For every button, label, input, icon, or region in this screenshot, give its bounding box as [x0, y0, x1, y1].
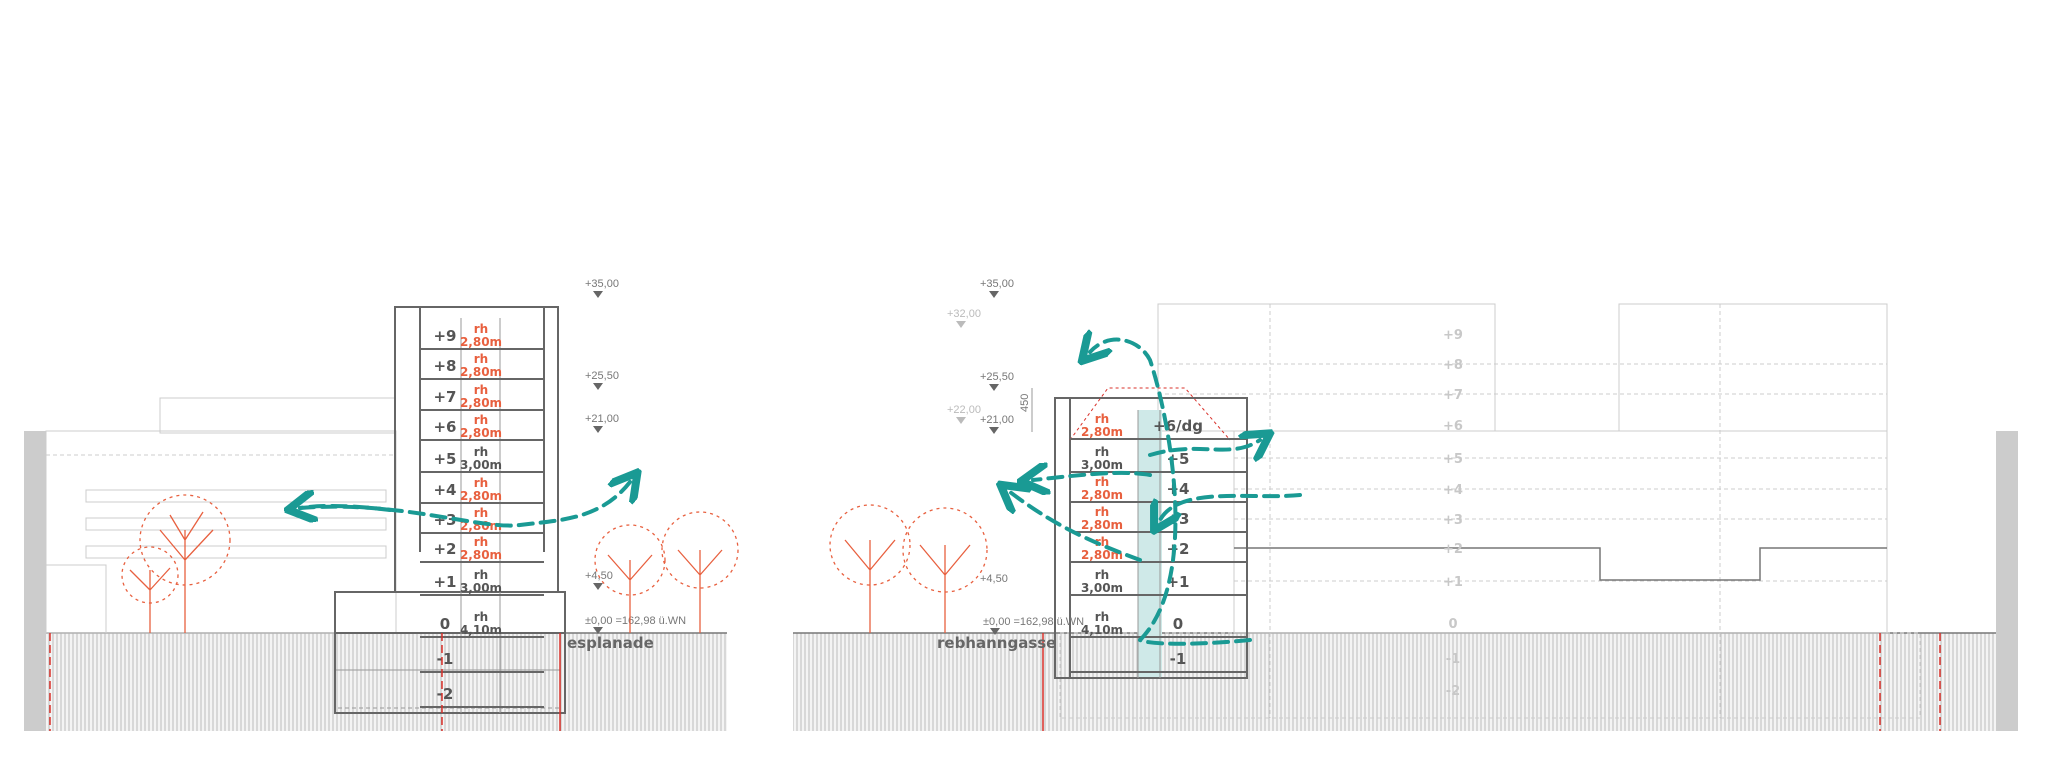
level-zero: ±0,00 =162,98 ü.WN: [983, 616, 1084, 628]
floor-label: +9: [433, 327, 456, 345]
level-25-50: +25,50: [585, 370, 619, 382]
room-height-value: 2,80m: [1081, 488, 1123, 502]
room-height-label: rh: [1095, 445, 1109, 459]
ground-hatch: [793, 633, 2018, 731]
room-height-label: rh: [474, 535, 488, 549]
floor-label: -2: [437, 685, 454, 703]
room-height-value: 2,80m: [460, 335, 502, 349]
room-height-label: rh: [1095, 568, 1109, 582]
floor-label: -1: [437, 650, 454, 668]
room-height-value: 2,80m: [460, 426, 502, 440]
floor-label: +6/dg: [1153, 417, 1203, 435]
room-height-label: rh: [1095, 505, 1109, 519]
background-floor-label: 0: [1448, 617, 1457, 632]
level-4-50: +4,50: [980, 573, 1008, 585]
level-35: +35,00: [585, 278, 619, 290]
floor-label: +3: [1166, 510, 1189, 528]
room-height-value: 2,80m: [460, 519, 502, 533]
background-floor-label: +9: [1443, 328, 1463, 343]
level-21: +21,00: [980, 414, 1014, 426]
room-height-label: rh: [474, 476, 488, 490]
airflow-arrows: [1010, 340, 1302, 646]
background-floor-label: +7: [1443, 388, 1463, 403]
floor-label: +2: [433, 540, 456, 558]
room-height-value: 2,80m: [460, 548, 502, 562]
room-height-value: 3,00m: [1081, 581, 1123, 595]
right-building: +6/dgrh2,80m+5rh3,00m+4rh2,80m+3rh2,80m+…: [1054, 387, 1248, 679]
level-32: +32,00: [947, 308, 981, 320]
background-building: +9 +8 +7 +6 +5 +4 +3 +2 +1 0 -1 -2: [1059, 303, 1921, 719]
room-height-value: 2,80m: [460, 489, 502, 503]
room-height-label: rh: [474, 610, 488, 624]
room-height-value: 2,80m: [1081, 518, 1123, 532]
street-label-esplanade: esplanade: [567, 634, 654, 652]
room-height-label: rh: [474, 506, 488, 520]
floor-label: +4: [1166, 480, 1189, 498]
room-height-label: rh: [1095, 412, 1109, 426]
room-height-label: rh: [1095, 610, 1109, 624]
room-height-value: 4,10m: [1081, 623, 1123, 637]
trees: [829, 504, 988, 633]
room-height-label: rh: [474, 568, 488, 582]
left-level-markers: +35,00 +25,50 +21,00 +4,50 ±0,00 =162,98…: [567, 278, 686, 652]
room-height-label: rh: [474, 413, 488, 427]
level-25-50: +25,50: [980, 371, 1014, 383]
background-floor-label: +1: [1443, 575, 1463, 590]
background-floor-label: +4: [1443, 483, 1463, 498]
background-building: [45, 397, 397, 634]
floor-label: +6: [433, 418, 456, 436]
floor-label: +2: [1166, 540, 1189, 558]
background-floor-label: +5: [1443, 452, 1463, 467]
room-height-label: rh: [474, 445, 488, 459]
floor-label: +1: [433, 573, 456, 591]
floor-label: +8: [433, 357, 456, 375]
room-height-value: 4,10m: [460, 623, 502, 637]
background-floor-label: +6: [1443, 419, 1463, 434]
right-section: +9+8+7+6+5+4+3+2+10-1-2 +6/dgrh2,80m+5rh…: [793, 278, 2018, 731]
right-level-markers: +35,00 +32,00 +25,50 +22,00 +21,00 450 +…: [937, 278, 1084, 652]
floor-label: 0: [440, 615, 450, 633]
level-35: +35,00: [980, 278, 1014, 290]
street-label-rebhanngasse: rebhanngasse: [937, 634, 1056, 652]
floor-label: -1: [1170, 650, 1187, 668]
room-height-label: rh: [474, 383, 488, 397]
room-height-value: 3,00m: [1081, 458, 1123, 472]
room-height-value: 3,00m: [460, 581, 502, 595]
floor-label: 0: [1173, 615, 1183, 633]
floor-label: +7: [433, 388, 456, 406]
room-height-value: 3,00m: [460, 458, 502, 472]
level-22: +22,00: [947, 404, 981, 416]
ground-hatch: [24, 633, 727, 731]
room-height-value: 2,80m: [460, 396, 502, 410]
floor-label: +5: [433, 450, 456, 468]
level-zero: ±0,00 =162,98 ü.WN: [585, 615, 686, 627]
dimension-450: 450: [1019, 394, 1031, 412]
floor-label: +1: [1166, 573, 1189, 591]
room-height-value: 2,80m: [1081, 425, 1123, 439]
room-height-label: rh: [1095, 475, 1109, 489]
background-floor-label: +2: [1443, 542, 1463, 557]
trees: [121, 494, 739, 633]
floor-label: +4: [433, 481, 456, 499]
background-floor-label: +3: [1443, 513, 1463, 528]
background-floor-label: -1: [1446, 652, 1460, 667]
background-floor-label: -2: [1446, 684, 1460, 699]
room-height-label: rh: [474, 352, 488, 366]
room-height-label: rh: [474, 322, 488, 336]
level-21: +21,00: [585, 413, 619, 425]
background-floor-label: +8: [1443, 358, 1463, 373]
room-height-value: 2,80m: [460, 365, 502, 379]
